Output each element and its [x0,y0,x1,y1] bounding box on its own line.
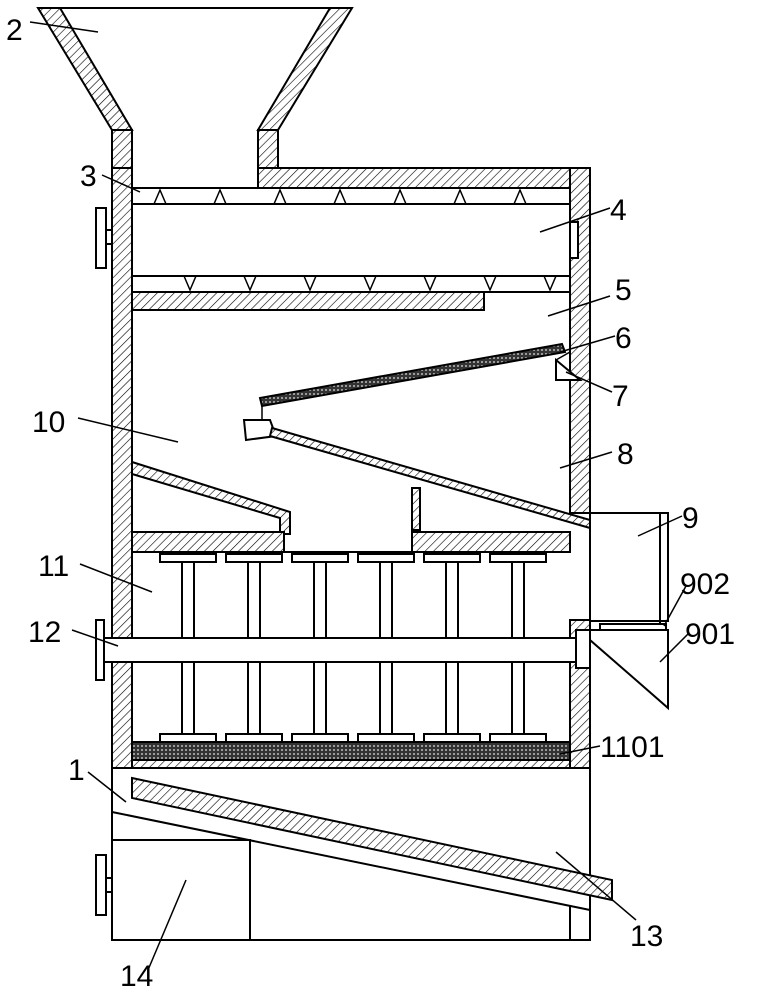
label-4: 4 [610,194,627,227]
discharge-box [589,512,669,711]
crusher-tooth [273,188,287,205]
crusher-tooth [393,188,407,205]
crusher-tooth [543,275,557,292]
grinding-chamber [131,531,571,769]
label-3: 3 [80,160,97,193]
bottom-chute [111,776,613,940]
crusher-tooth [483,275,497,292]
crusher-tooth [333,188,347,205]
label-901: 901 [685,618,735,651]
label-13: 13 [630,920,663,953]
grinding-roller [291,553,349,743]
crusher-tooth [363,275,377,292]
label-1: 1 [68,754,85,787]
crusher-tooth [513,188,527,205]
feed-hopper [36,7,354,171]
grinding-roller [357,553,415,743]
label-10: 10 [32,406,65,439]
label-6: 6 [615,322,632,355]
label-7: 7 [612,380,629,413]
crusher-tooth [153,188,167,205]
label-9: 9 [682,502,699,535]
guide-plate [131,419,591,535]
label-11: 11 [38,550,69,583]
leader-lines [29,21,689,971]
labels: 2 3 4 5 6 7 10 8 9 11 902 12 901 1101 1 … [6,14,735,993]
grinding-roller [423,553,481,743]
grinding-roller [225,553,283,743]
crushing-roller [95,187,579,311]
crusher-tooth [453,188,467,205]
label-902: 902 [680,568,730,601]
label-1101: 1101 [600,731,665,764]
label-12: 12 [28,616,61,649]
drive-shaft [95,619,591,681]
crusher-tooth [423,275,437,292]
collection-box [95,839,251,941]
grinding-roller [489,553,547,743]
inclined-screen [258,342,583,420]
crusher-tooth [183,275,197,292]
label-14: 14 [120,960,153,993]
label-2: 2 [6,14,23,47]
label-8: 8 [617,438,634,471]
crusher-tooth [303,275,317,292]
label-5: 5 [615,274,632,307]
crusher-tooth [213,188,227,205]
crusher-tooth [243,275,257,292]
